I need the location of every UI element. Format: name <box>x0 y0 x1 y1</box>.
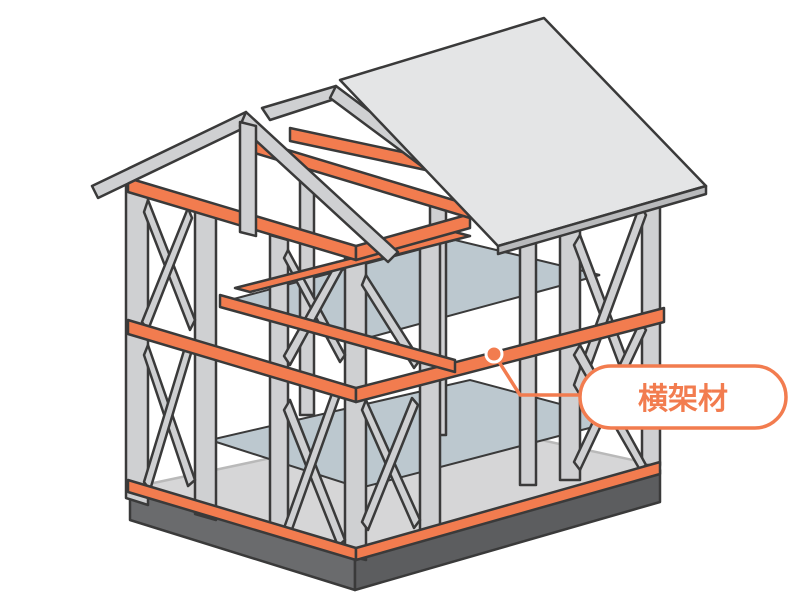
callout-pointer <box>484 344 582 397</box>
horizontal-beams <box>126 126 666 562</box>
callout-pointer-dot <box>484 344 504 364</box>
callout-label: 横架材 <box>638 382 728 417</box>
callout-label-box: 横架材 <box>578 364 788 430</box>
roof-panel <box>338 16 708 256</box>
